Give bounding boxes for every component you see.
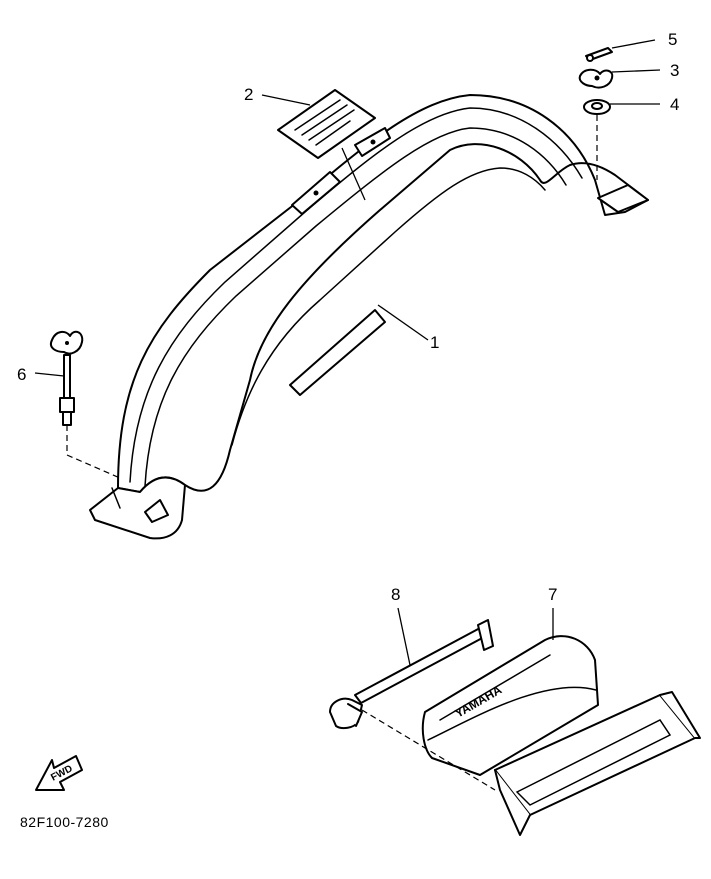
callout-5: 5 <box>668 30 677 49</box>
wing-bolt-part <box>50 330 84 426</box>
callout-4: 4 <box>670 95 679 114</box>
assembly-lines <box>66 115 598 791</box>
leader-lines <box>34 39 661 666</box>
callout-3: 3 <box>670 61 679 80</box>
wing-nut-part <box>578 68 614 89</box>
callout-7: 7 <box>548 585 557 604</box>
forward-arrow-icon: FWD <box>35 755 83 791</box>
grommet-part <box>583 99 611 115</box>
rear-fender <box>89 94 649 540</box>
tool-box-holder <box>494 691 701 836</box>
callout-1: 1 <box>430 333 439 352</box>
callout-2: 2 <box>244 85 253 104</box>
caution-label-plate <box>277 89 376 159</box>
diagram-code: 82F100-7280 <box>20 814 109 830</box>
callouts: 2 5 3 4 6 1 8 7 <box>17 30 679 604</box>
callout-6: 6 <box>17 365 26 384</box>
tool-kit-bar <box>329 619 494 730</box>
bolt-part <box>585 47 613 62</box>
callout-8: 8 <box>391 585 400 604</box>
